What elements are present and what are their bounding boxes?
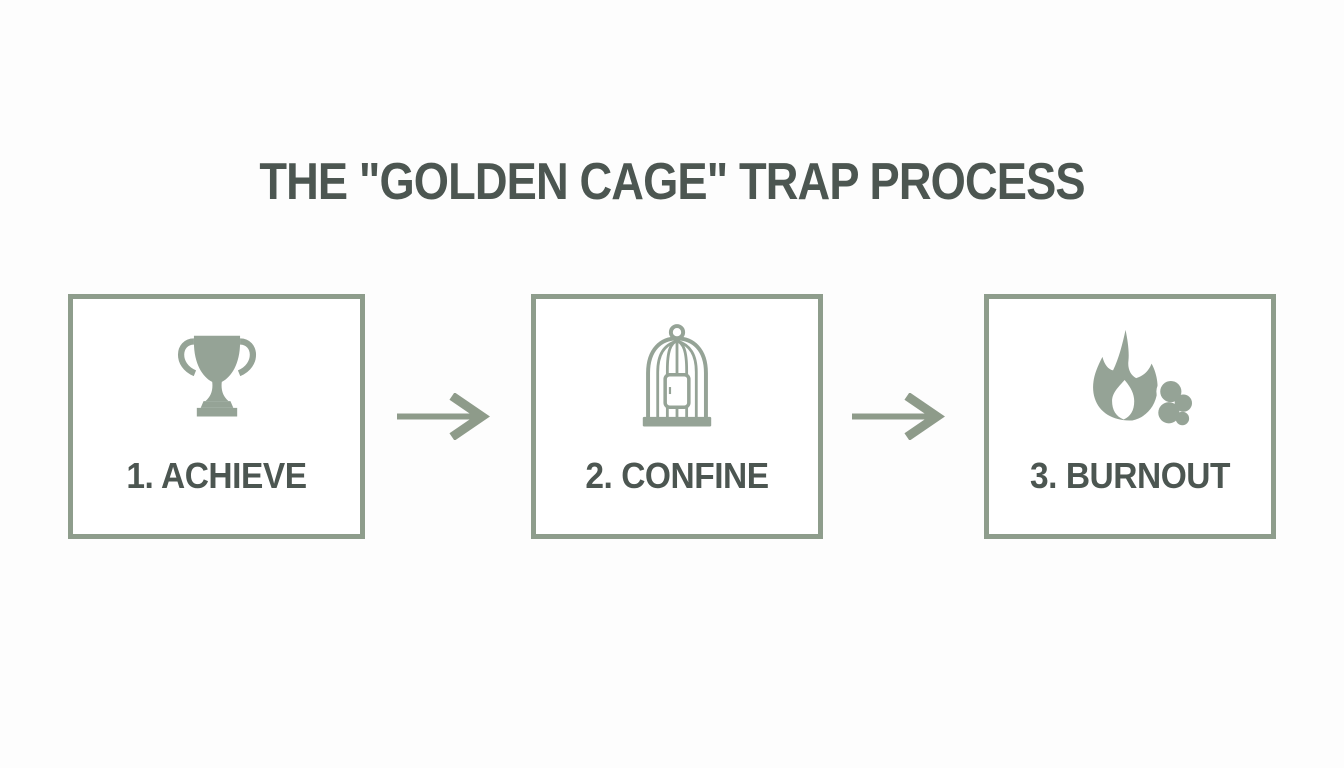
arrow-right-icon-svg <box>852 392 945 441</box>
birdcage-icon-svg <box>642 324 712 427</box>
arrow-right-icon <box>850 392 960 441</box>
flame-smoke-icon-svg <box>1093 329 1196 430</box>
diagram-title: THE "GOLDEN CAGE" TRAP PROCESS <box>259 153 1085 211</box>
step-label-confine: 2. CONFINE <box>585 455 769 496</box>
trophy-icon-svg <box>177 335 256 417</box>
birdcage-icon <box>536 323 818 430</box>
step-box-achieve: 1. ACHIEVE <box>68 294 365 539</box>
arrow-right-icon <box>395 392 505 441</box>
arrow-right-icon-svg <box>397 392 490 441</box>
step-label-achieve: 1. ACHIEVE <box>126 455 307 496</box>
smoke-puffs <box>1158 380 1192 426</box>
flame-smoke-icon <box>999 328 1281 432</box>
step-box-confine: 2. CONFINE <box>531 294 823 539</box>
step-label-burnout: 3. BURNOUT <box>1030 455 1230 496</box>
trophy-icon <box>73 330 360 428</box>
step-box-burnout: 3. BURNOUT <box>984 294 1276 539</box>
